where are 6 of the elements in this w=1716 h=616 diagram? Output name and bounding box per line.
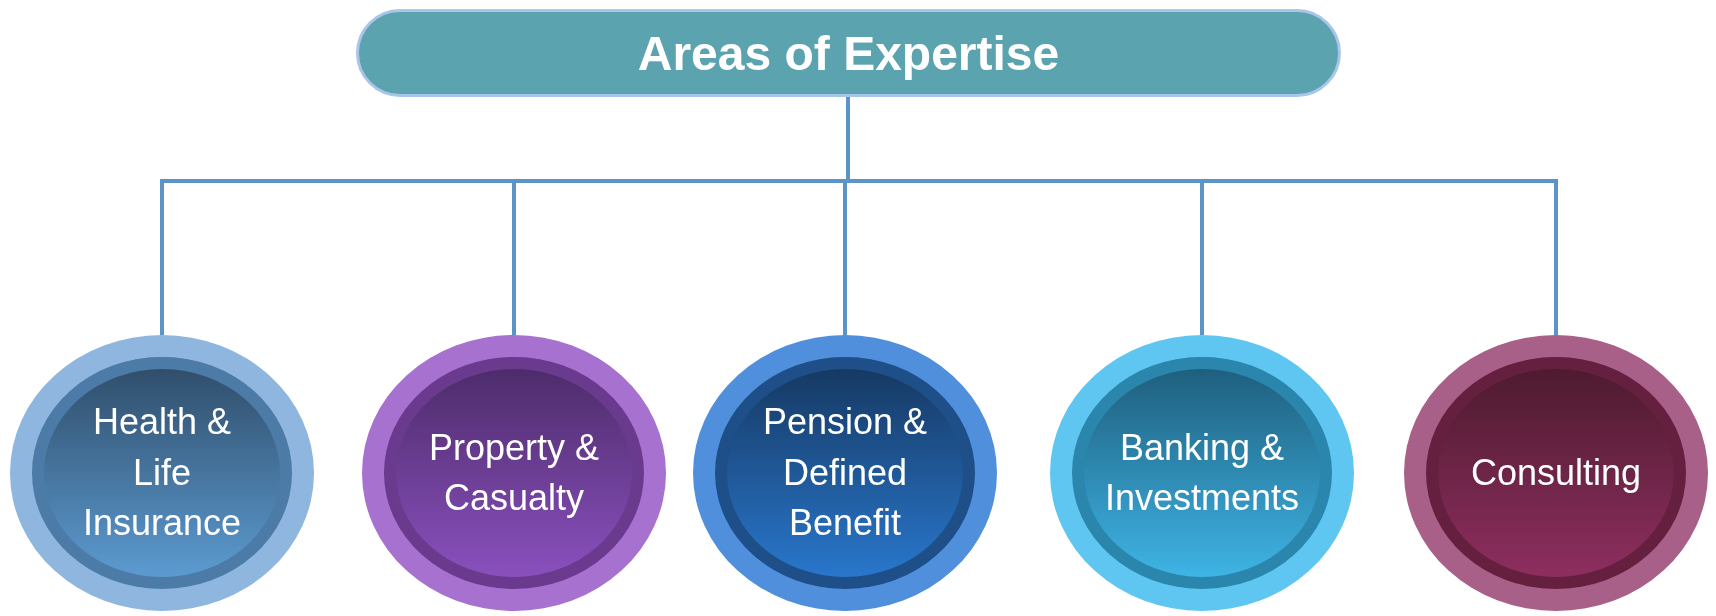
category-circle: Pension & Defined Benefit <box>693 335 997 611</box>
category-circle: Property & Casualty <box>362 335 666 611</box>
category-circle: Banking & Investments <box>1050 335 1354 611</box>
title-pill: Areas of Expertise <box>356 9 1341 97</box>
category-circle: Health & Life Insurance <box>10 335 314 611</box>
category-circle: Consulting <box>1404 335 1708 611</box>
